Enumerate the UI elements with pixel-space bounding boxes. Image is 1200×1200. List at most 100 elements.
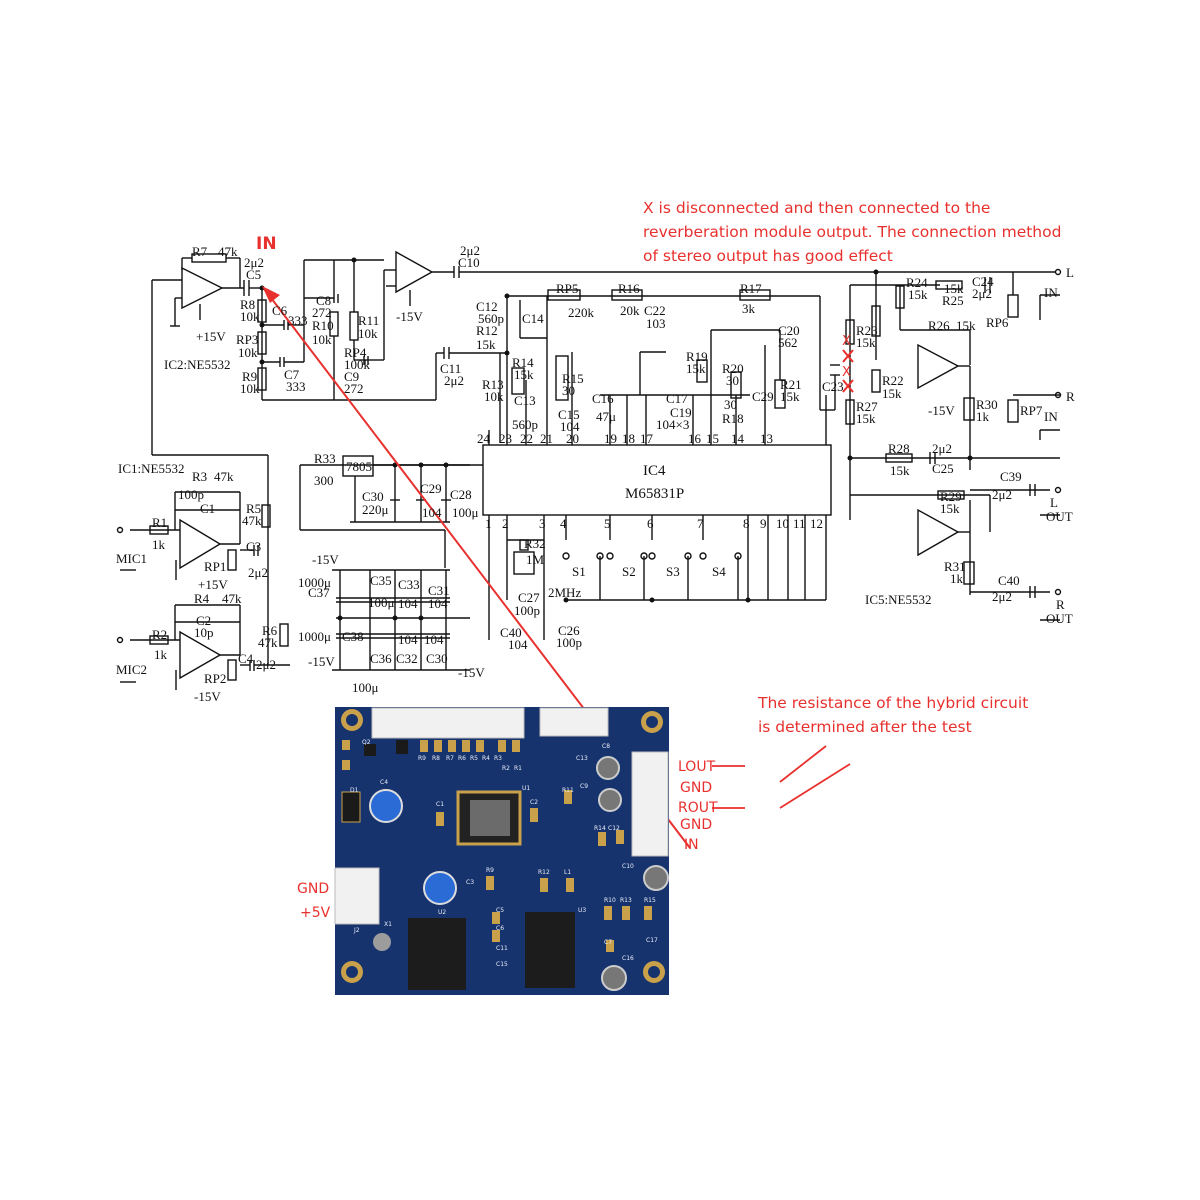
opamp-ic2b — [395, 250, 434, 294]
component-label: 10k — [312, 332, 332, 347]
silkscreen-label: C11 — [496, 945, 508, 952]
silkscreen-label: R10 — [604, 897, 616, 904]
supply-label: -15V — [458, 665, 485, 680]
component-label: R1 — [152, 515, 168, 530]
pcb-label-rout: ROUT — [678, 800, 718, 816]
silkscreen-label: L1 — [564, 869, 572, 876]
component-label: C35 — [370, 573, 392, 588]
output-label: R — [1066, 389, 1075, 404]
component-label: R20 — [722, 361, 744, 376]
silkscreen-label: C2 — [530, 799, 539, 806]
component-label: R32 — [524, 536, 546, 551]
component-label: 104 — [422, 505, 442, 520]
pin-number: 11 — [793, 516, 806, 531]
switch-label: S1 — [572, 564, 586, 579]
pin-number: 21 — [540, 431, 553, 446]
pin-number: 17 — [640, 431, 653, 446]
component-label: R3 — [192, 469, 208, 484]
component-label: C25 — [932, 461, 954, 476]
component-label: RP7 — [1020, 403, 1043, 418]
component-label: R30 — [976, 397, 998, 412]
component-label: 15k — [856, 411, 876, 426]
component-label: 15k — [944, 281, 964, 296]
component-label: R4 — [194, 591, 210, 606]
switch-label: S4 — [712, 564, 726, 579]
component-label: 1M — [526, 552, 545, 567]
pin-number: 19 — [604, 431, 617, 446]
switch-label: S2 — [622, 564, 636, 579]
component-label: R9 — [242, 369, 258, 384]
pin-number: 10 — [776, 516, 789, 531]
output-label: IN — [1044, 285, 1058, 300]
component-label: C28 — [450, 487, 472, 502]
component-label: RP3 — [236, 332, 259, 347]
silkscreen-label: R7 — [446, 755, 454, 762]
component-label: R19 — [686, 349, 708, 364]
component-label: C39 — [1000, 469, 1022, 484]
output-label: IN — [1044, 409, 1058, 424]
component-label: 10p — [194, 625, 214, 640]
supply-label: -15V — [928, 403, 955, 418]
component-label: 220k — [568, 305, 594, 320]
x-note-line-2: reverberation module output. The connect… — [643, 223, 1062, 241]
supply-label: -15V — [312, 552, 339, 567]
component-label: 15k — [686, 361, 706, 376]
component-label: R7 — [192, 244, 208, 259]
component-label: R8 — [240, 297, 256, 312]
component-label: 10k — [240, 381, 260, 396]
component-label: 2μ2 — [460, 243, 480, 258]
pin-number: 13 — [760, 431, 773, 446]
component-label: 100k — [344, 357, 370, 372]
pin-number: 24 — [477, 431, 490, 446]
silkscreen-label: R9 — [486, 867, 494, 874]
ic4-body — [482, 444, 832, 516]
supply-label: +15V — [198, 577, 228, 592]
component-label: 10k — [240, 309, 260, 324]
component-label: 1000μ — [298, 575, 331, 590]
component-label: RP1 — [204, 559, 227, 574]
component-label: C8 — [316, 293, 332, 308]
component-label: C32 — [396, 651, 418, 666]
silkscreen-label: C8 — [602, 743, 611, 750]
silkscreen-label: R2 — [502, 765, 510, 772]
component-label: 47k — [258, 635, 278, 650]
component-label: 100p — [178, 487, 204, 502]
component-label: 20k — [620, 303, 640, 318]
component-label: R16 — [618, 281, 640, 296]
component-label: 2μ2 — [992, 487, 1012, 502]
component-label: 104 — [424, 632, 444, 647]
pcb-label-5v: +5V — [300, 905, 331, 921]
component-label: 10k — [484, 389, 504, 404]
silkscreen-label: C1 — [436, 801, 445, 808]
component-label: R17 — [740, 281, 762, 296]
component-label: C12 — [476, 299, 498, 314]
silkscreen-label: R1 — [514, 765, 522, 772]
silkscreen-label: C13 — [576, 755, 588, 762]
component-label: C40 — [998, 573, 1020, 588]
component-label: R2 — [152, 627, 168, 642]
pin-number: 1 — [485, 516, 492, 531]
silkscreen-label: C5 — [496, 907, 505, 914]
component-label: C29 — [420, 481, 442, 496]
component-label: 15k — [476, 337, 496, 352]
component-label: 15k — [890, 463, 910, 478]
pin-number: 3 — [539, 516, 546, 531]
component-label: 100μ — [368, 595, 395, 610]
component-label: 1k — [976, 409, 989, 424]
component-label: 30 — [562, 383, 575, 398]
component-label: R25 — [942, 293, 964, 308]
component-label: R29 — [940, 489, 962, 504]
component-label: 47k — [222, 591, 242, 606]
component-label: 1k — [152, 537, 165, 552]
ic-name-ic5: IC5:NE5532 — [865, 592, 932, 607]
component-label: 1k — [950, 571, 963, 586]
silkscreen-label: R5 — [470, 755, 478, 762]
component-label: RP2 — [204, 671, 227, 686]
component-label: R5 — [246, 501, 262, 516]
in-marker: IN — [256, 234, 277, 254]
component-label: C36 — [370, 651, 392, 666]
mic1-label: MIC1 — [116, 551, 148, 566]
silkscreen-label: C6 — [496, 925, 505, 932]
component-label: C6 — [272, 303, 288, 318]
